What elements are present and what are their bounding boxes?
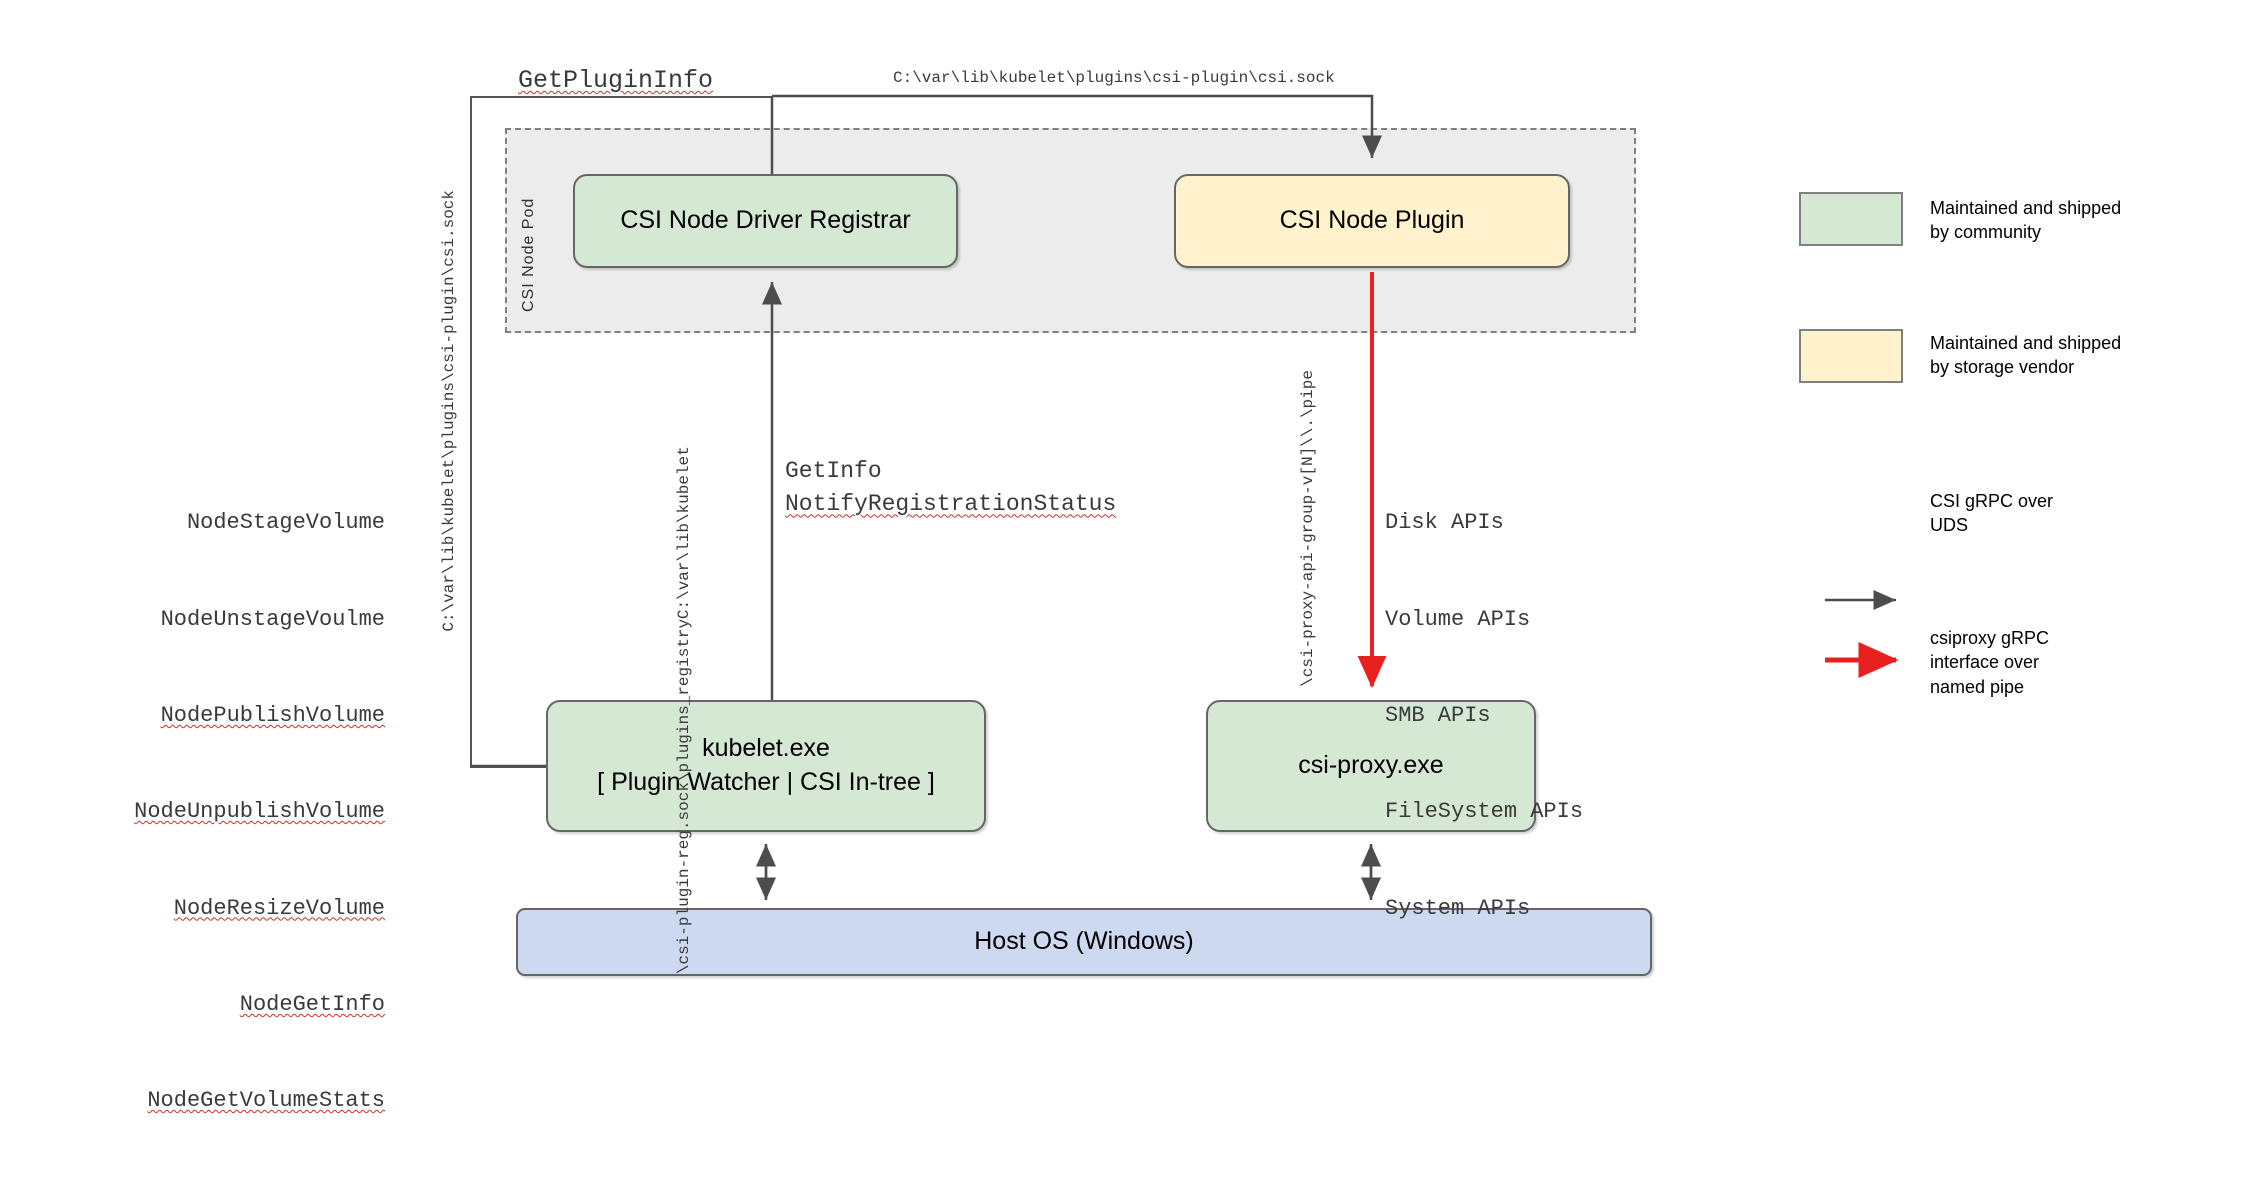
registry-path-vertical-label: \csi-plugin-reg.sock \plugins_registry C… xyxy=(675,446,693,975)
csi-node-driver-registrar-label: CSI Node Driver Registrar xyxy=(620,206,911,235)
legend-text-csiproxy-named-pipe: csiproxy gRPC interface over named pipe xyxy=(1930,628,2050,697)
get-plugin-info-label: GetPluginInfo xyxy=(518,66,714,95)
node-api-item-2: NodePublishVolume xyxy=(160,702,385,728)
registry-path-line-3: \csi-plugin-reg.sock xyxy=(675,782,693,975)
legend-text-community: Maintained and shipped by community xyxy=(1930,198,2122,243)
named-pipe-vertical-label: \csi-proxy-api-group-v[N] \\.\pipe xyxy=(1299,370,1317,687)
registration-rpc-labels: GetInfo NotifyRegistrationStatus xyxy=(785,455,1116,522)
node-api-item-0: NodeStageVolume xyxy=(186,510,385,536)
legend-swatch-community xyxy=(1799,192,1903,246)
get-info-label: GetInfo xyxy=(785,458,882,484)
csi-node-pod-label: CSI Node Pod xyxy=(520,197,537,312)
kubelet-label-line2: [ Plugin Watcher | CSI In-tree ] xyxy=(597,768,935,796)
node-api-item-1: NodeUnstageVoulme xyxy=(160,606,385,632)
proxy-api-item-2: SMB APIs xyxy=(1385,702,1491,728)
legend-swatch-vendor xyxy=(1799,329,1903,383)
node-api-item-6: NodeGetVolumeStats xyxy=(147,1088,385,1114)
notify-registration-status-label: NotifyRegistrationStatus xyxy=(785,491,1117,518)
proxy-api-list: Disk APIs Volume APIs SMB APIs FileSyste… xyxy=(1385,443,1583,989)
proxy-api-item-3: FileSystem APIs xyxy=(1385,799,1584,825)
node-api-item-5: NodeGetInfo xyxy=(239,991,385,1017)
registry-path-line-2: \plugins_registry xyxy=(675,618,693,783)
kubelet-box[interactable]: kubelet.exe [ Plugin Watcher | CSI In-tr… xyxy=(546,700,986,832)
named-pipe-line-2: \csi-proxy-api-group-v[N] xyxy=(1299,446,1317,687)
node-api-item-3: NodeUnpublishVolume xyxy=(134,799,385,825)
csi-node-driver-registrar-box[interactable]: CSI Node Driver Registrar xyxy=(573,174,958,268)
proxy-api-item-0: Disk APIs xyxy=(1385,510,1504,536)
csi-node-plugin-label: CSI Node Plugin xyxy=(1279,206,1465,235)
node-api-item-4: NodeResizeVolume xyxy=(173,895,385,921)
named-pipe-line-1: \\.\pipe xyxy=(1299,370,1317,447)
kubelet-label-line1: kubelet.exe xyxy=(702,734,830,763)
legend-text-vendor: Maintained and shipped by storage vendor xyxy=(1930,333,2122,378)
csi-sock-path-vertical-label: C:\var\lib\kubelet\plugins\csi-plugin\cs… xyxy=(440,190,458,632)
node-api-list: NodeStageVolume NodeUnstageVoulme NodePu… xyxy=(100,443,385,1182)
proxy-api-item-4: System APIs xyxy=(1385,895,1531,921)
host-os-box[interactable]: Host OS (Windows) xyxy=(516,908,1652,976)
proxy-api-item-1: Volume APIs xyxy=(1385,606,1531,632)
csi-sock-path-top-label: C:\var\lib\kubelet\plugins\csi-plugin\cs… xyxy=(893,69,1335,87)
registry-path-line-1: C:\var\lib\kubelet xyxy=(675,446,693,619)
legend-text-csi-grpc-uds: CSI gRPC over UDS xyxy=(1930,491,2054,536)
csi-proxy-label: csi-proxy.exe xyxy=(1298,751,1444,780)
csi-proxy-box[interactable]: csi-proxy.exe xyxy=(1206,700,1536,832)
diagram-canvas: CSI Node Pod CSI Node Driver Registrar C… xyxy=(134,66,2122,1114)
host-os-label: Host OS (Windows) xyxy=(974,927,1194,956)
csi-node-plugin-box[interactable]: CSI Node Plugin xyxy=(1174,174,1570,268)
